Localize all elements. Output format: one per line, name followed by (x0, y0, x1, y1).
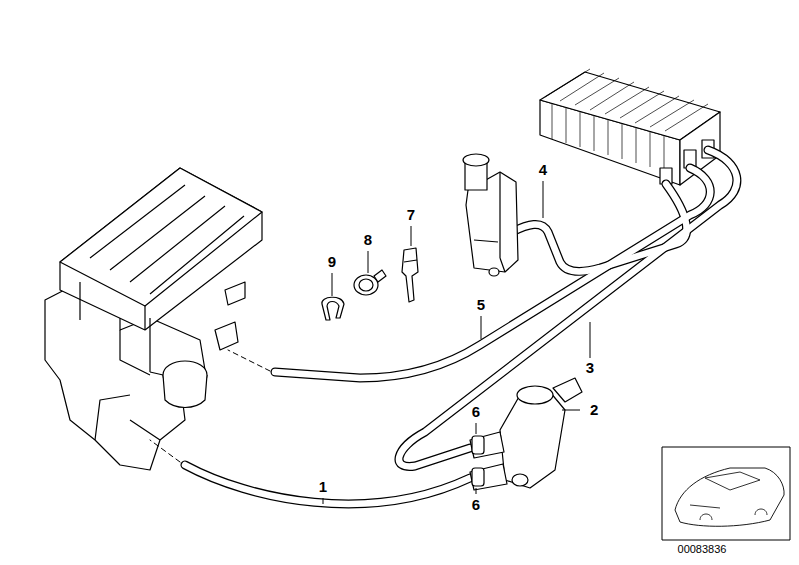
callout-number: 6 (470, 404, 482, 421)
callout-number: 9 (326, 254, 338, 271)
expansion-tank-outlet (489, 268, 499, 276)
heater-core-fins (545, 69, 708, 171)
leader-line (476, 423, 477, 434)
water-valve-port (470, 432, 504, 458)
expansion-tank-cap (463, 154, 489, 166)
leader-line (562, 410, 580, 411)
callout-number: 2 (588, 402, 600, 419)
hose-holder-detail (404, 260, 417, 262)
water-valve-port (512, 474, 528, 486)
leader-line (332, 273, 333, 296)
engine-port (225, 282, 245, 305)
callout-number: 6 (470, 497, 482, 514)
inset-frame (662, 447, 790, 540)
inset-car-detail (690, 472, 767, 520)
water-valve-bracket (553, 378, 582, 402)
callout-number: 5 (475, 297, 487, 314)
cylinder-head-detail (90, 185, 244, 330)
callout-number: 4 (537, 162, 549, 179)
leader-line (323, 498, 324, 504)
callout-number: 3 (584, 360, 596, 377)
heater-core-top (540, 72, 720, 140)
leader-line (411, 226, 412, 246)
oil-filter-body (163, 375, 207, 408)
hose-1-outline (185, 465, 470, 504)
hose-clamp-screw (374, 270, 386, 282)
drawing-number: 00083836 (676, 543, 729, 555)
hose-clamp (354, 275, 378, 295)
hose-holder (402, 248, 418, 302)
leader-line (368, 251, 369, 273)
engine-port (215, 322, 238, 350)
callout-number: 8 (362, 232, 374, 249)
connection-dash (150, 440, 180, 462)
water-valve-body (500, 392, 565, 488)
hose-5 (275, 168, 710, 378)
connection-dash (228, 350, 270, 371)
spring-clip (322, 297, 344, 320)
engine-detail (80, 282, 185, 440)
cylinder-head (60, 168, 262, 330)
hose-4 (512, 184, 687, 272)
expansion-tank-detail (474, 172, 505, 272)
hose-4-outline (512, 184, 687, 272)
inset-car (675, 468, 784, 526)
hose-1 (185, 465, 470, 504)
leader-line (543, 181, 544, 218)
leader-line (476, 488, 477, 494)
callout-number: 7 (405, 207, 417, 224)
leader-line (481, 316, 482, 339)
water-valve-port (470, 464, 507, 490)
callout-number: 1 (317, 479, 329, 496)
hose-3 (399, 150, 737, 466)
hose-5-outline (275, 168, 710, 378)
hose-clip (472, 436, 484, 454)
hose-clip (472, 468, 484, 486)
leader-line (590, 322, 591, 358)
water-valve-top (517, 386, 553, 404)
hose-3-outline (399, 150, 737, 466)
hose-clamp-inner (359, 279, 373, 291)
